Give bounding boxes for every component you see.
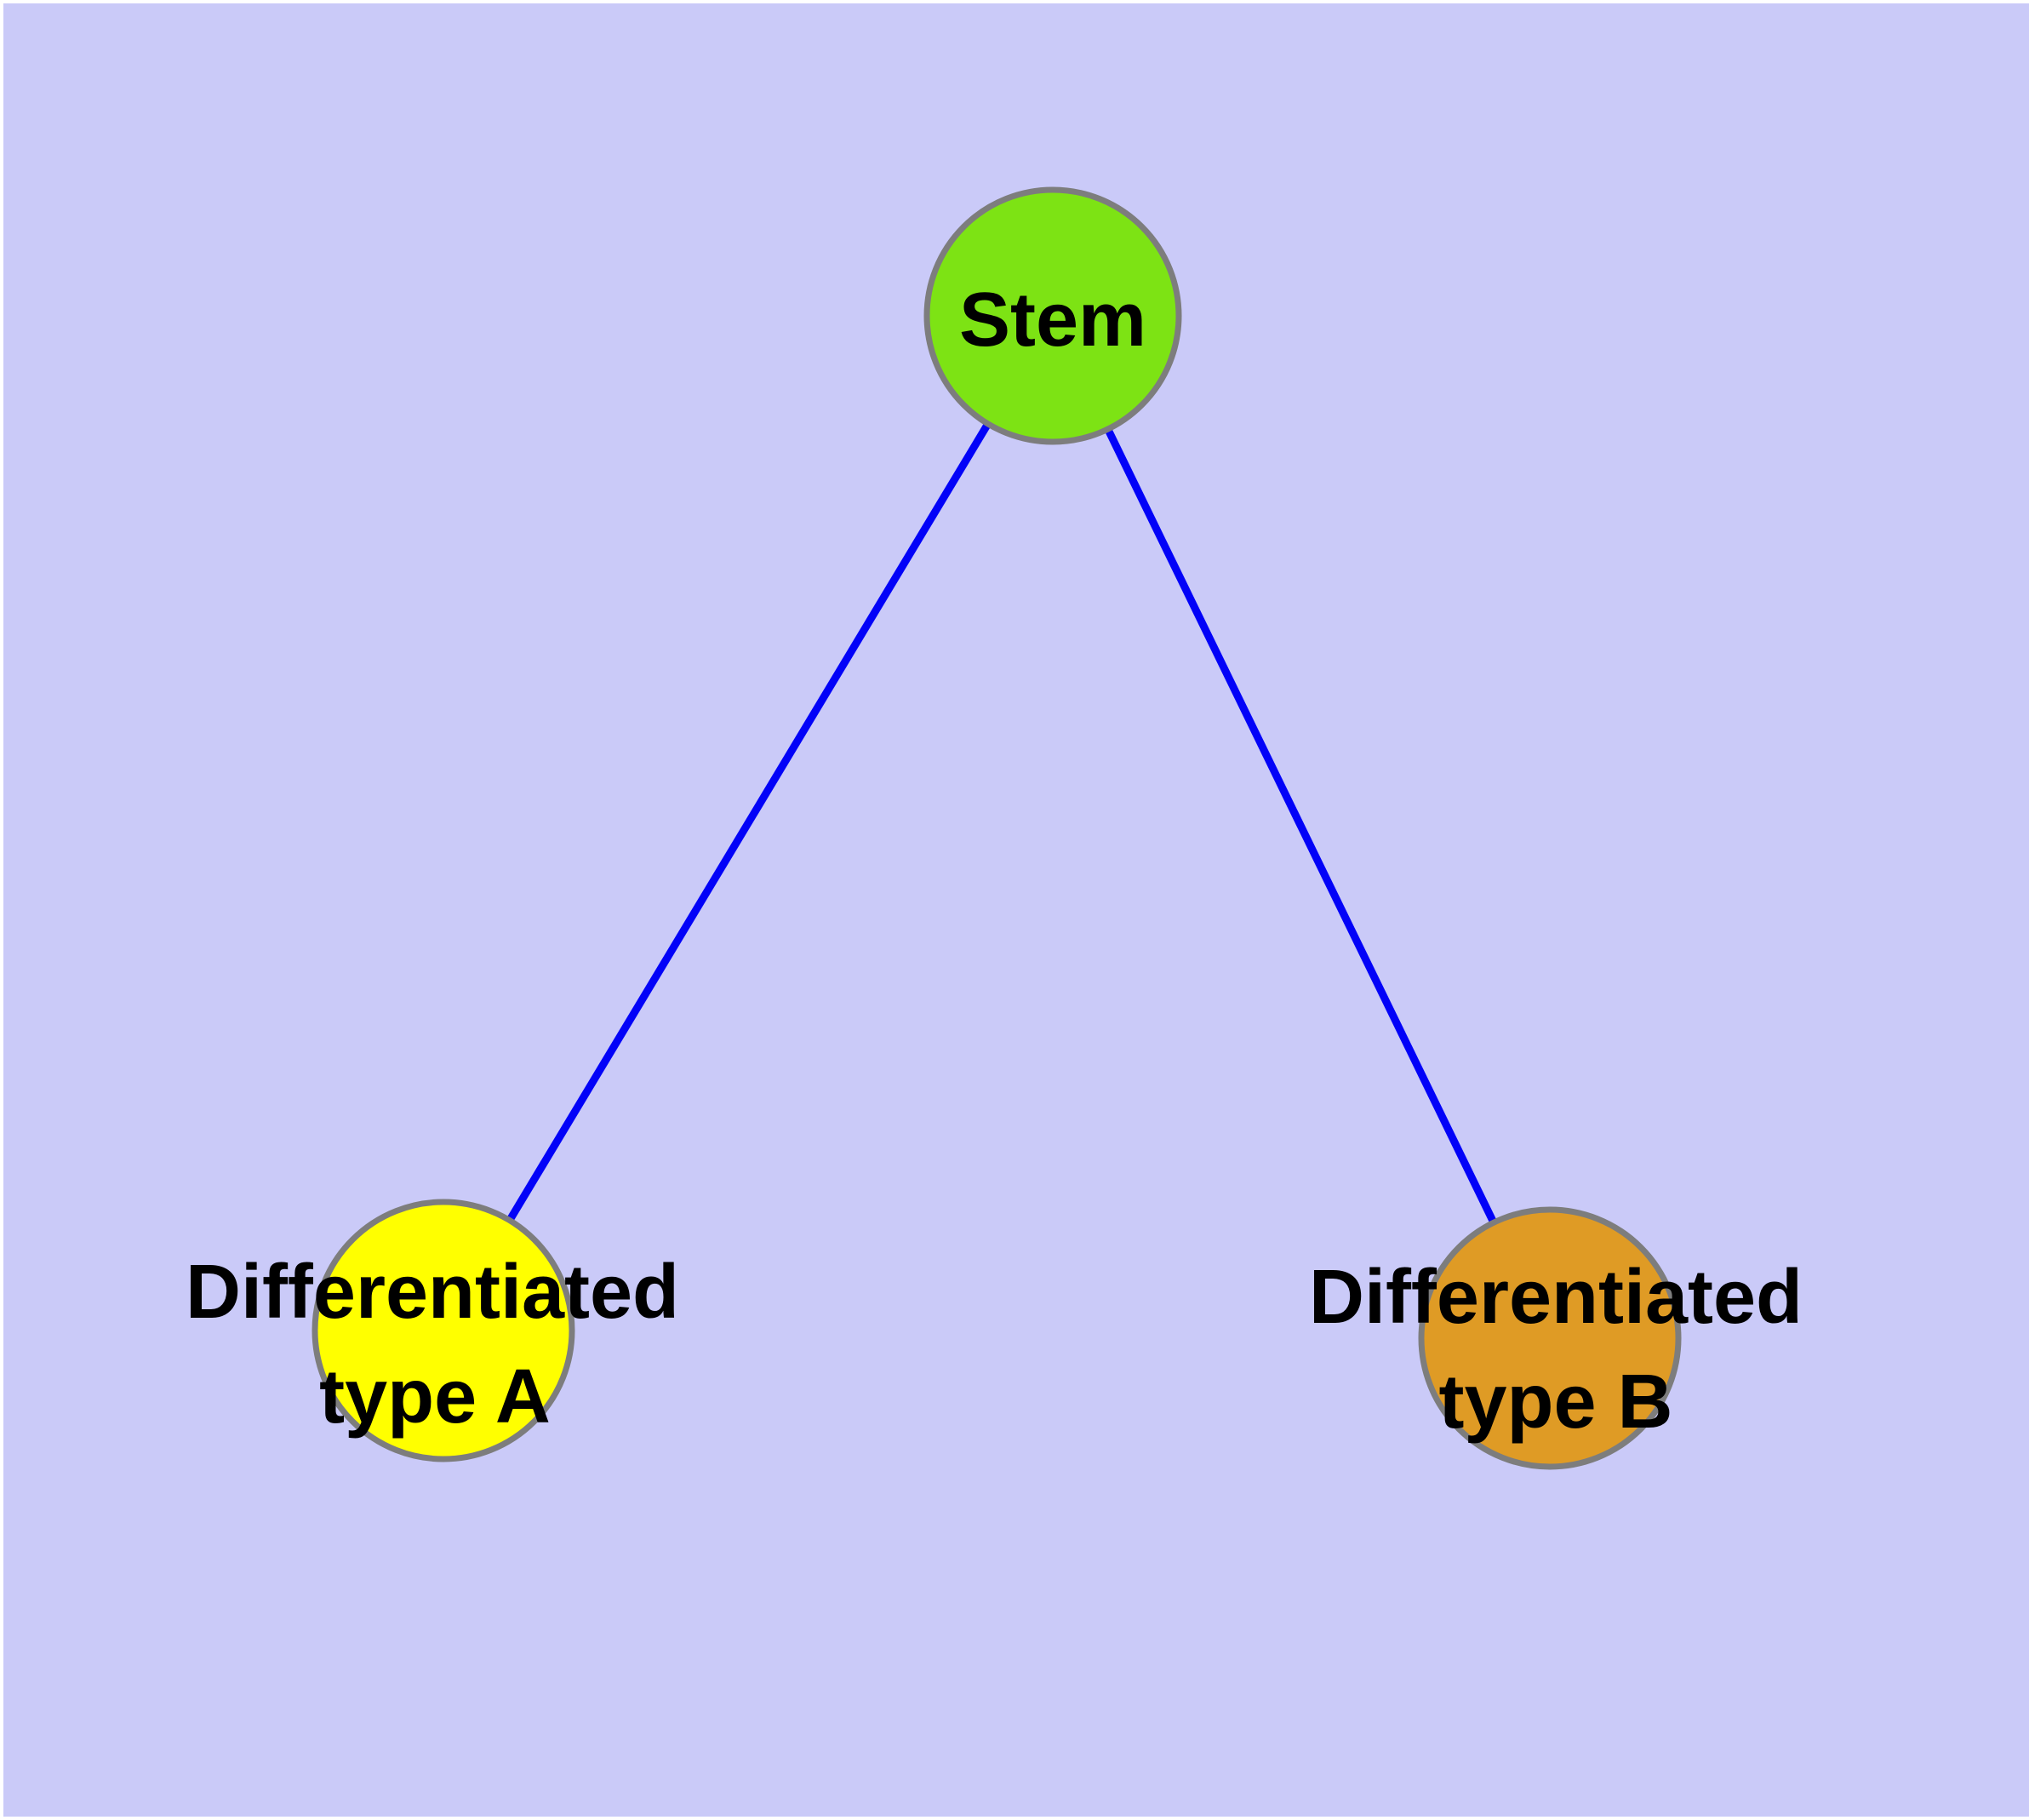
edge-stem-to-differentiated-type-a (440, 313, 1056, 1333)
node-differentiated-type-b-label-line1: Differentiated (1309, 1255, 1803, 1340)
node-differentiated-type-a-label-line1: Differentiated (186, 1250, 679, 1335)
node-stem (923, 186, 1182, 445)
node-differentiated-type-b (1418, 1206, 1682, 1470)
edge-stem-to-differentiated-type-b (1049, 314, 1554, 1340)
node-differentiated-type-a (311, 1199, 575, 1462)
node-differentiated-type-b-label-line2: type B (1438, 1359, 1672, 1445)
node-stem-label: Stem (959, 278, 1146, 363)
node-differentiated-type-a-label-line2: type A (319, 1354, 551, 1439)
